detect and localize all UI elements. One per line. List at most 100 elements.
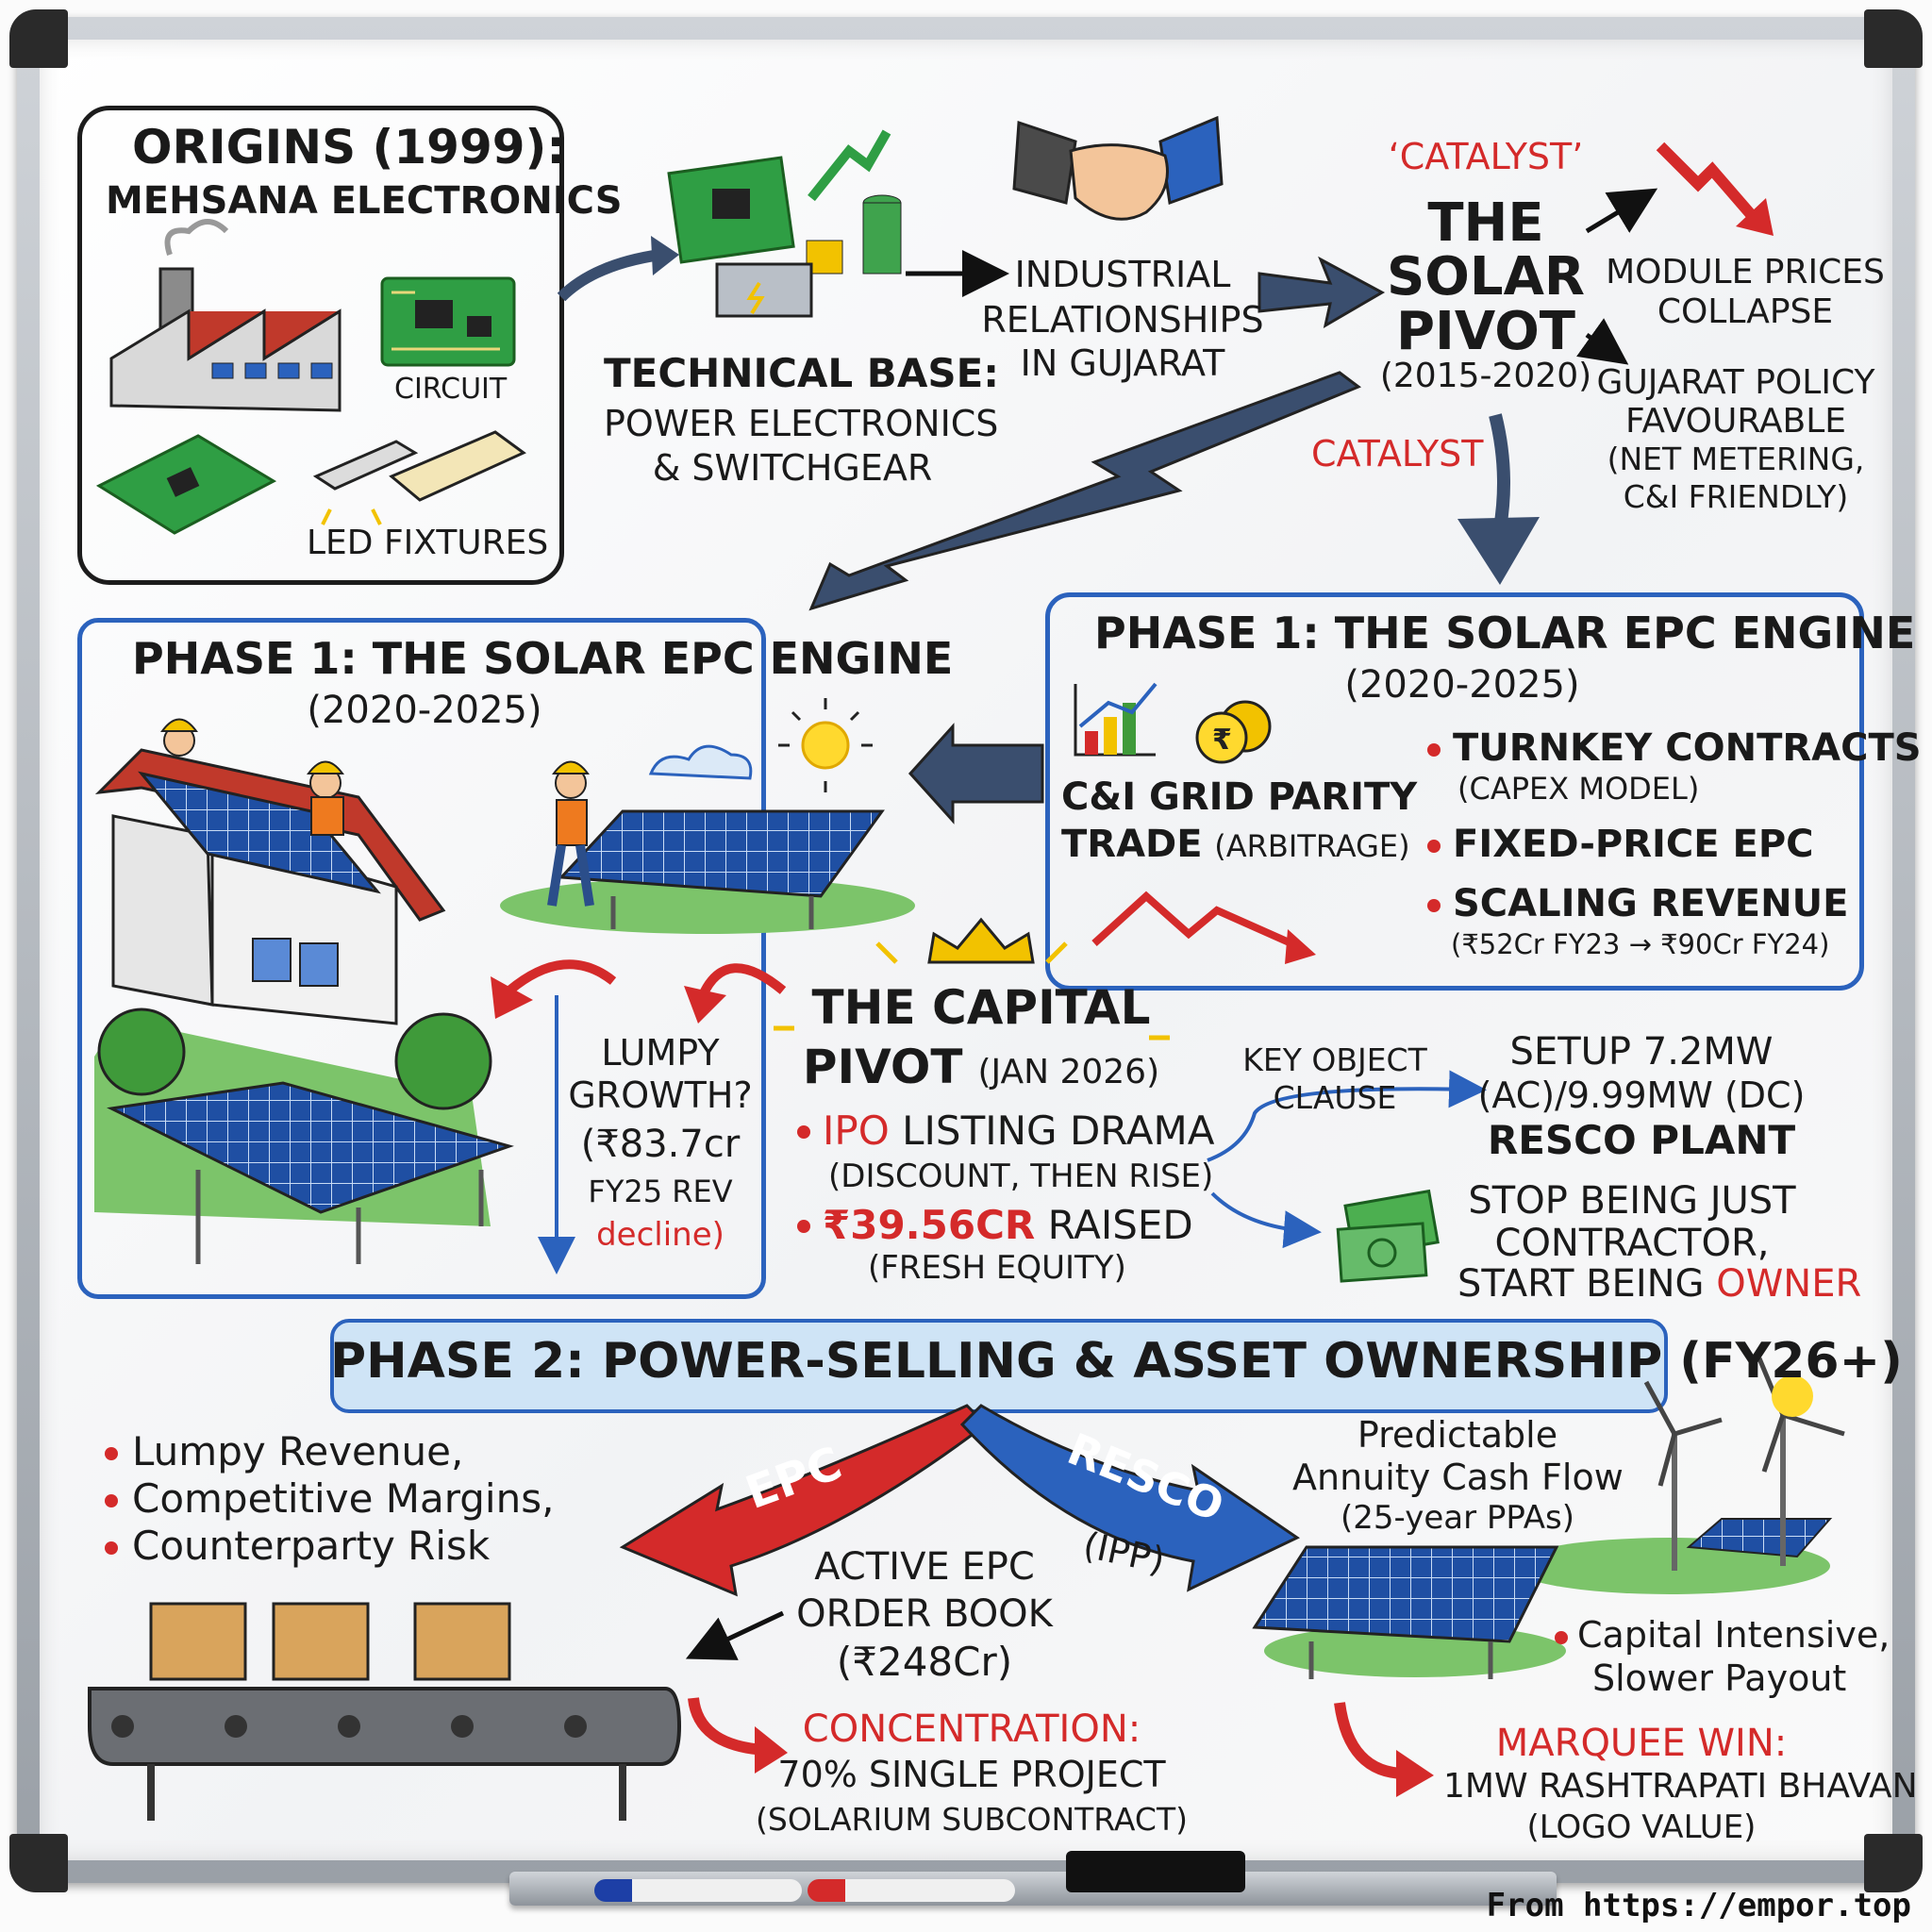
- annuity-line2: Annuity Cash Flow: [1292, 1457, 1624, 1498]
- stop-line1: STOP BEING JUST: [1468, 1179, 1796, 1223]
- arrow-to-orderbook: [685, 1610, 785, 1660]
- phase1-left-box: [77, 618, 766, 1299]
- pcb-icon: [95, 434, 277, 535]
- arrow-industrial-pivot: [1257, 256, 1386, 329]
- resco-plant-icon: [1252, 1357, 1845, 1679]
- capital-pivot-line2: PIVOT (JAN 2026): [783, 1040, 1179, 1095]
- arrow-pivot-to-phase1: [808, 371, 1362, 611]
- factory-icon: [109, 219, 341, 412]
- capital-intensive-line2: Slower Payout: [1592, 1657, 1847, 1699]
- solar-pivot-line1: THE: [1427, 192, 1544, 254]
- grid-parity-line2: TRADE (ARBITRAGE): [1061, 823, 1410, 866]
- phase1-right-box: [1045, 592, 1864, 991]
- arrow-resco: [959, 1404, 1300, 1592]
- ipo-bullet: IPO LISTING DRAMA: [823, 1108, 1214, 1154]
- circuit-board-icon: [380, 276, 516, 367]
- bullet-turnkey: TURNKEY CONTRACTS: [1453, 726, 1922, 770]
- orderbook-line2: ORDER BOOK: [796, 1592, 1053, 1636]
- grid-parity-trade: TRADE: [1061, 823, 1203, 866]
- raised-word: RAISED: [1047, 1202, 1193, 1248]
- led-label: LED FIXTURES: [307, 524, 549, 562]
- industrial-line3: IN GUJARAT: [1020, 342, 1225, 384]
- orderbook-line1: ACTIVE EPC: [814, 1545, 1035, 1589]
- marquee-line1: MARQUEE WIN:: [1495, 1722, 1788, 1765]
- svg-text:₹: ₹: [1212, 724, 1232, 757]
- arrow-pivot-prices: [1585, 188, 1658, 234]
- raised-amount: ₹39.56CR: [823, 1202, 1036, 1248]
- arrow-curve-mid: [698, 963, 787, 998]
- left-risk-1: Lumpy Revenue,: [132, 1428, 464, 1474]
- technical-line3: & SWITCHGEAR: [652, 447, 933, 489]
- phase2-title: PHASE 2: POWER-SELLING & ASSET OWNERSHIP…: [330, 1333, 1903, 1390]
- arrow-to-marquee: [1334, 1702, 1407, 1779]
- annuity-line1: Predictable: [1357, 1414, 1558, 1456]
- capital-pivot-word: PIVOT: [802, 1040, 963, 1094]
- policy-line4: C&I FRIENDLY): [1623, 478, 1849, 515]
- arrow-origins-tech: [557, 249, 661, 302]
- ground-solar-icon: [500, 698, 915, 934]
- technical-line2: POWER ELECTRONICS: [604, 403, 999, 444]
- lumpy-line2: GROWTH?: [568, 1074, 753, 1116]
- technical-line1: TECHNICAL BASE:: [604, 350, 1000, 396]
- phase1-left-title: PHASE 1: THE SOLAR EPC ENGINE: [132, 633, 954, 684]
- setup-line3: RESCO PLANT: [1487, 1117, 1796, 1163]
- eraser-icon: [1066, 1851, 1245, 1892]
- policy-line3: (NET METERING,: [1607, 441, 1865, 477]
- bullet-scaling-sub: (₹52Cr FY23 → ₹90Cr FY24): [1451, 928, 1830, 960]
- key-clause-line1: KEY OBJECT: [1242, 1041, 1427, 1078]
- lumpy-line4: FY25 REV: [588, 1174, 733, 1209]
- blue-marker-icon: [594, 1879, 802, 1902]
- policy-line2: FAVOURABLE: [1624, 402, 1847, 441]
- owner-word: OWNER: [1716, 1262, 1862, 1306]
- phase1-right-years: (2020-2025): [1344, 663, 1580, 707]
- rooftop-solar-icon: [94, 718, 446, 1025]
- marquee-line2: 1MW RASHTRAPATI BHAVAN: [1443, 1767, 1918, 1806]
- left-risk-3: Counterparty Risk: [132, 1523, 491, 1569]
- bullet-turnkey-sub: (CAPEX MODEL): [1457, 771, 1700, 807]
- phase1-left-years: (2020-2025): [307, 689, 542, 732]
- policy-line1: GUJARAT POLICY: [1596, 363, 1875, 402]
- phase2-banner: [330, 1319, 1668, 1413]
- frame-corner: [1864, 1834, 1923, 1892]
- key-clause-line2: CLAUSE: [1273, 1079, 1397, 1116]
- red-marker-icon: [808, 1879, 1015, 1902]
- orderbook-line3: (₹248Cr): [836, 1639, 1013, 1685]
- grid-parity-arbitrage: (ARBITRAGE): [1214, 828, 1410, 864]
- lumpy-line5: decline): [596, 1216, 724, 1254]
- arrow-trend-red: [1091, 891, 1304, 952]
- arrow-right-to-left-phase1: [908, 723, 1044, 824]
- catalyst-label: CATALYST: [1311, 433, 1484, 475]
- frame-corner: [9, 1834, 68, 1892]
- arrow-to-owner: [1210, 1191, 1322, 1249]
- arrow-pivot-policy: [1576, 318, 1629, 365]
- arrow-to-setup: [1207, 1070, 1487, 1162]
- origins-subtitle: MEHSANA ELECTRONICS: [106, 179, 623, 223]
- left-risk-2: Competitive Margins,: [132, 1475, 555, 1522]
- origins-box: [77, 106, 564, 585]
- crown-icon: [927, 917, 1035, 964]
- industrial-line1: INDUSTRIAL: [1014, 254, 1231, 295]
- catalyst-tag: ‘CATALYST’: [1388, 136, 1584, 177]
- frame-corner: [9, 9, 68, 68]
- stop-line2: CONTRACTOR,: [1494, 1222, 1770, 1265]
- setup-line1: SETUP 7.2MW: [1509, 1030, 1774, 1074]
- arrow-pivot-down: [1489, 413, 1510, 530]
- annuity-line3: (25-year PPAs): [1341, 1499, 1574, 1537]
- origins-title: ORIGINS (1999):: [132, 120, 566, 175]
- source-footer[interactable]: From https://empor.top: [1486, 1887, 1911, 1924]
- field-solar-icon: [94, 1008, 515, 1264]
- frame-corner: [1864, 9, 1923, 68]
- solar-pivot-line3: PIVOT: [1395, 301, 1576, 362]
- industrial-line2: RELATIONSHIPS: [981, 299, 1264, 341]
- bullet-scaling: SCALING REVENUE: [1453, 882, 1849, 925]
- concentration-line2: 70% SINGLE PROJECT: [777, 1754, 1166, 1795]
- solar-pivot-years: (2015-2020): [1379, 357, 1592, 395]
- module-prices-line2: COLLAPSE: [1657, 292, 1834, 331]
- lumpy-line1: LUMPY: [601, 1032, 720, 1074]
- bar-chart-icon: [1074, 682, 1158, 757]
- marquee-line3: (LOGO VALUE): [1526, 1808, 1757, 1846]
- start-being: START BEING: [1457, 1262, 1705, 1306]
- handshake-icon: [1012, 115, 1224, 221]
